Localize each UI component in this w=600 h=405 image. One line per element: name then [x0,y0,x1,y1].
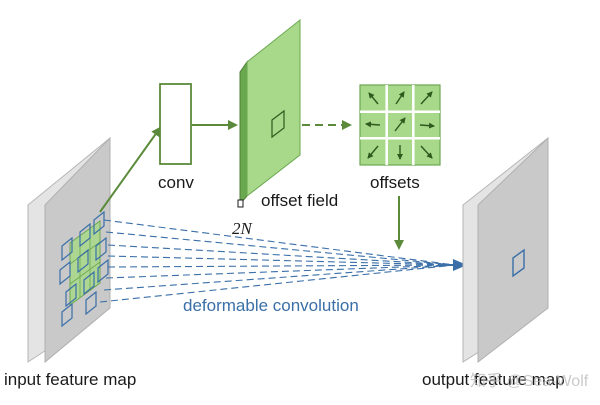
output-map-front-face [477,136,549,364]
offset-field-window [271,109,285,139]
output-feature-map [462,136,549,364]
conv-label: conv [158,173,194,192]
two-n-depth-bracket [237,199,244,208]
offset-arrow-icon [420,145,433,159]
offset-arrow-icon [395,91,405,105]
offsets-label: offsets [370,173,420,192]
sampling-locations [59,210,109,328]
watermark: 知乎 @Sea-Wolf [470,372,589,390]
offset-arrow-icon [394,117,406,132]
two-n-label: 2N [232,219,254,238]
offset-arrow-icon [419,122,435,129]
offset-field-side [239,60,248,206]
deformable-convolution-label: deformable convolution [183,296,359,315]
offset-field-label: offset field [261,191,338,210]
offset-field [237,18,301,208]
offsets-grid [359,84,441,166]
offset-arrow-icon [365,121,381,128]
offset-arrow-icon [420,91,433,105]
output-location [512,248,525,278]
conv-box [159,83,192,165]
offset-field-front [246,18,301,198]
input-to-conv-arrow [99,126,162,213]
input-feature-map [27,136,111,364]
offset-arrow-icon [368,92,379,105]
input-feature-map-label: input feature map [4,370,136,389]
offset-arrow-icon [367,145,379,159]
output-feature-map-label: output feature map [422,370,565,389]
deformable-convolution-lines [99,219,456,303]
